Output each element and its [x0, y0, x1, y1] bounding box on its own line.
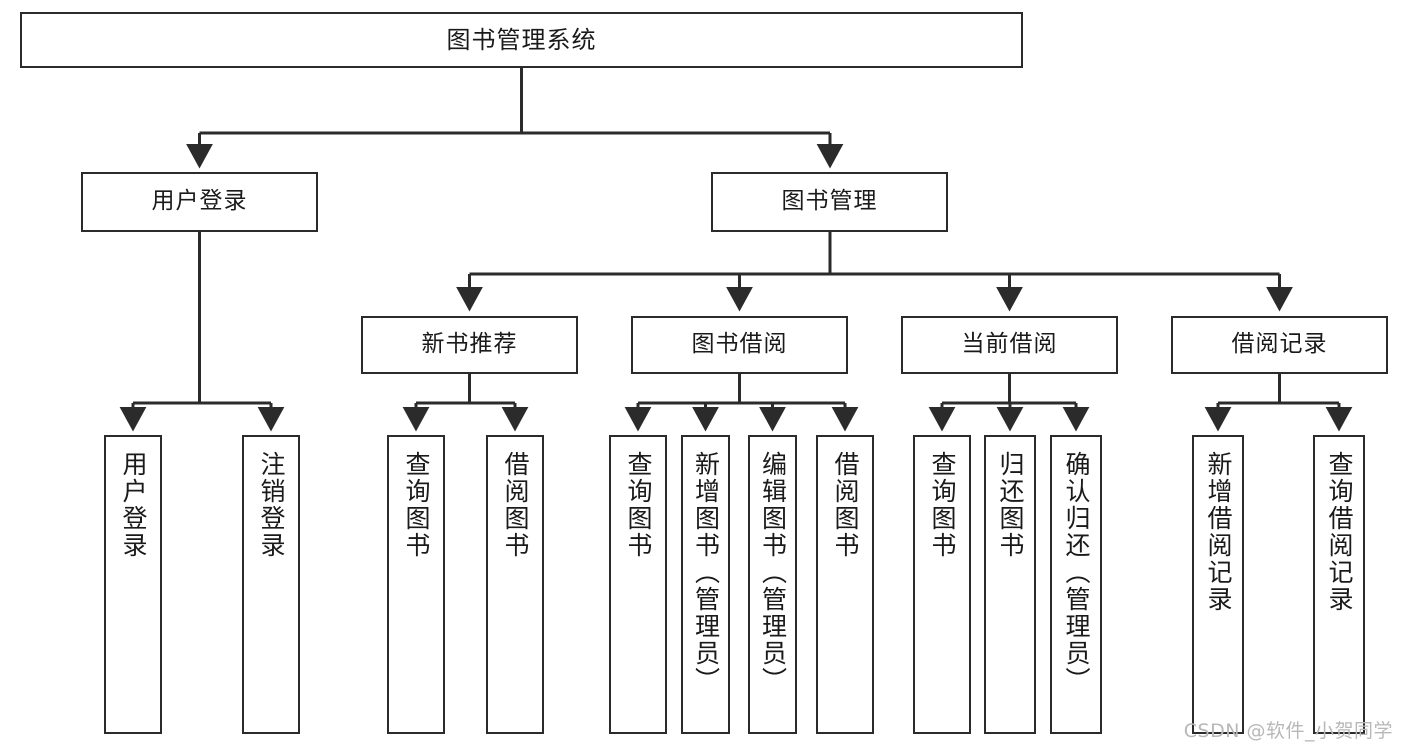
node-new-book-recommend[interactable]: 新书推荐	[361, 316, 578, 374]
node-root[interactable]: 图书管理系统	[20, 12, 1023, 68]
node-leaf-confirm-return[interactable]: 确认归还（管理员）	[1050, 435, 1102, 734]
node-leaf-edit-book[interactable]: 编辑图书（管理员）	[748, 435, 797, 734]
node-leaf-add-book[interactable]: 新增图书（管理员）	[681, 435, 730, 734]
leaf-label: 借阅图书	[831, 451, 860, 559]
leaf-label: 查询图书	[928, 451, 957, 559]
watermark-text: CSDN @软件_小贺同学	[1183, 720, 1393, 742]
node-user-login[interactable]: 用户登录	[81, 172, 318, 232]
node-leaf-borrow-book-1[interactable]: 借阅图书	[486, 435, 544, 734]
node-leaf-add-record[interactable]: 新增借阅记录	[1192, 435, 1244, 734]
node-leaf-query-book-3[interactable]: 查询图书	[913, 435, 971, 734]
leaf-label: 借阅图书	[501, 451, 530, 559]
leaf-label: 用户登录	[119, 451, 148, 559]
leaf-label: 查询图书	[624, 451, 653, 559]
node-leaf-user-login[interactable]: 用户登录	[104, 435, 162, 734]
node-book-manage[interactable]: 图书管理	[711, 172, 948, 232]
leaf-label: 确认归还（管理员）	[1062, 451, 1091, 694]
leaf-label: 新增借阅记录	[1204, 451, 1233, 613]
node-borrow-record[interactable]: 借阅记录	[1171, 316, 1388, 374]
node-leaf-return-book[interactable]: 归还图书	[984, 435, 1036, 734]
node-leaf-query-book-2[interactable]: 查询图书	[609, 435, 667, 734]
node-book-borrow[interactable]: 图书借阅	[631, 316, 848, 374]
node-leaf-query-record[interactable]: 查询借阅记录	[1313, 435, 1365, 734]
leaf-label: 注销登录	[257, 451, 286, 559]
node-current-borrow[interactable]: 当前借阅	[901, 316, 1118, 374]
leaf-label: 归还图书	[996, 451, 1025, 559]
node-leaf-borrow-book-2[interactable]: 借阅图书	[816, 435, 874, 734]
leaf-label: 新增图书（管理员）	[691, 451, 721, 694]
leaf-label: 查询图书	[402, 451, 431, 559]
node-leaf-query-book-1[interactable]: 查询图书	[387, 435, 445, 734]
node-leaf-logout[interactable]: 注销登录	[242, 435, 300, 734]
leaf-label: 编辑图书（管理员）	[758, 451, 788, 694]
leaf-label: 查询借阅记录	[1325, 451, 1354, 613]
